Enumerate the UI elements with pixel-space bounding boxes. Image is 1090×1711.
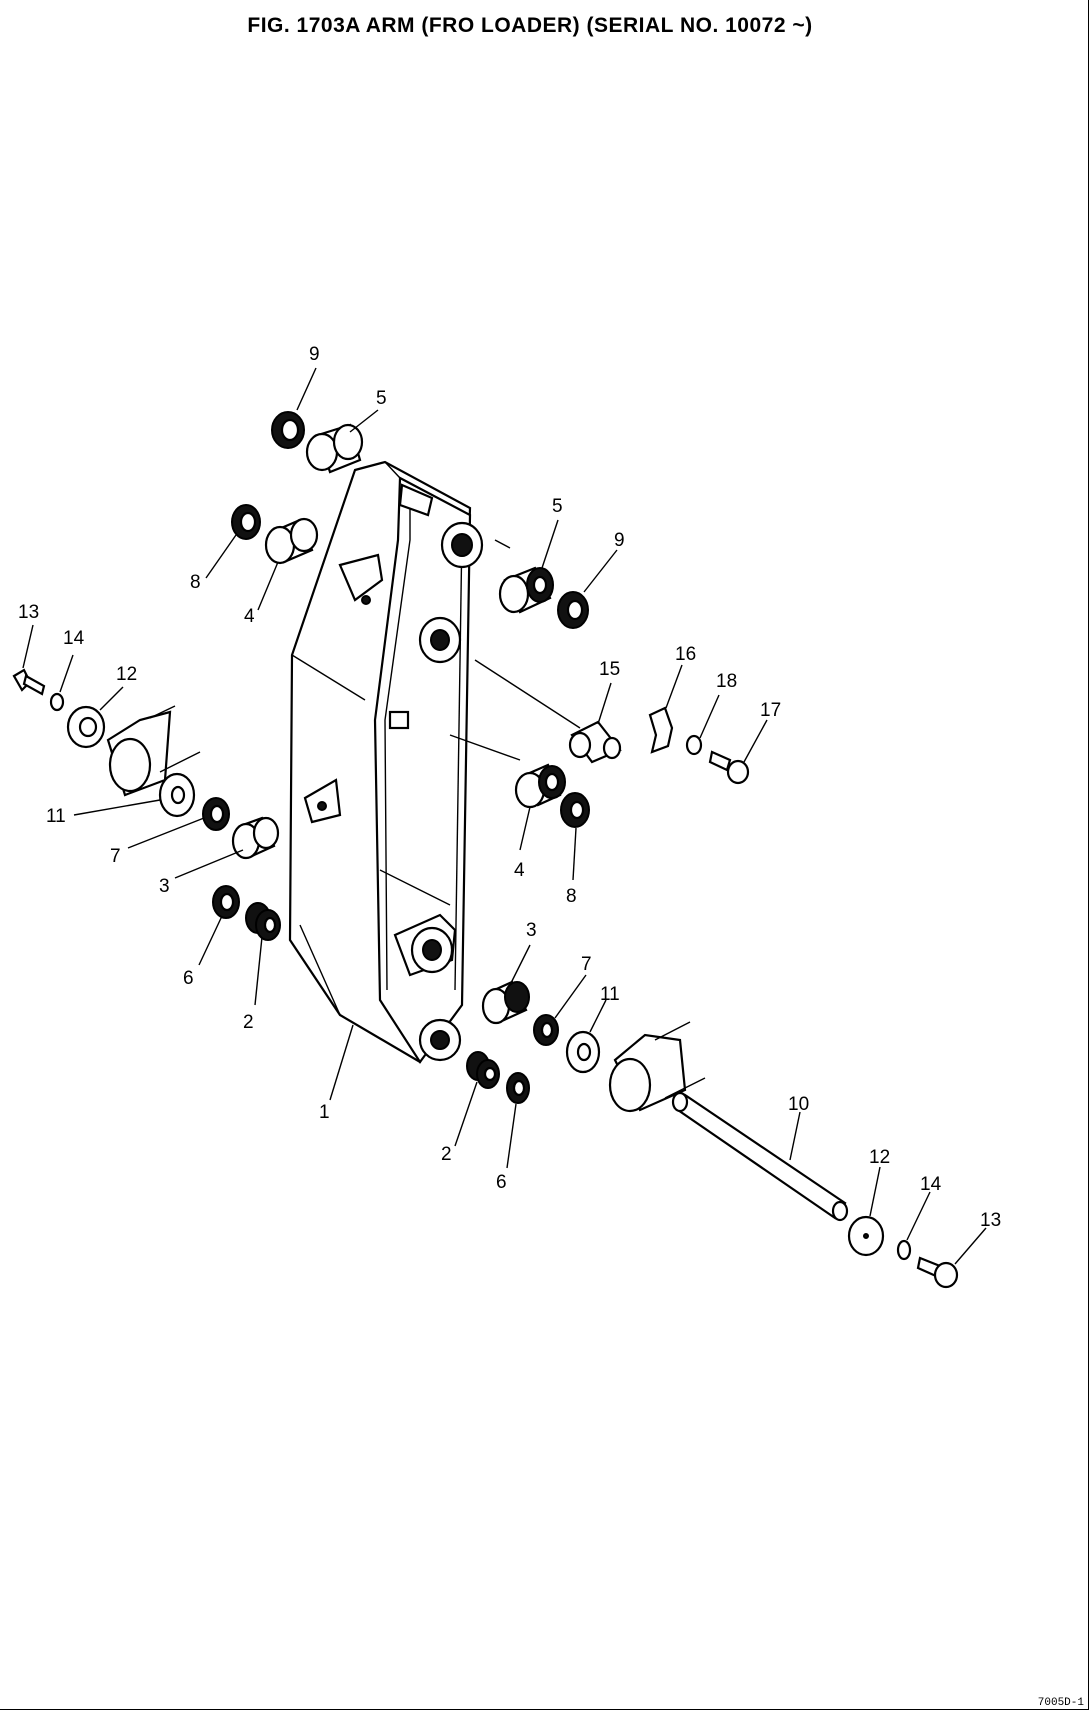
- callout-2-left: 2: [243, 1012, 254, 1033]
- leader-lines: [22, 367, 987, 1265]
- pin-10: [671, 1091, 849, 1222]
- bushing-2-left: [245, 902, 281, 941]
- callout-3-left: 3: [159, 876, 170, 897]
- cylinder-rod-end-right: [608, 1021, 706, 1113]
- lock-plate-16: [648, 706, 674, 754]
- callout-18: 18: [716, 671, 737, 692]
- seal-ring-8-upper: [231, 504, 261, 540]
- shim-11-left: [158, 772, 196, 818]
- bushing-3-left: [231, 816, 280, 860]
- figure-title: FIG. 1703A ARM (FRO LOADER) (SERIAL NO. …: [247, 14, 813, 37]
- washer-18: [685, 734, 703, 756]
- plate-12-left: [66, 705, 106, 749]
- seal-ring-9-right: [557, 591, 589, 629]
- callout-17: 17: [760, 700, 781, 721]
- callout-7-right: 7: [581, 954, 592, 975]
- callout-2-right: 2: [441, 1144, 452, 1165]
- seal-ring-6-right: [506, 1072, 530, 1104]
- arm-body: [288, 460, 484, 1064]
- cylinder-rod-end-left: [106, 705, 201, 797]
- footer-code: 7005D-1: [1037, 1697, 1084, 1709]
- bushing-5-right: [498, 566, 554, 614]
- callout-8-upper: 8: [190, 572, 201, 593]
- bushing-4-right: [514, 763, 566, 809]
- bushing-3-right: [481, 980, 530, 1025]
- callout-9-upper: 9: [309, 344, 320, 365]
- callout-4-right: 4: [514, 860, 525, 881]
- callout-8-right: 8: [566, 886, 577, 907]
- callout-14-left: 14: [63, 628, 85, 649]
- callout-9-right: 9: [614, 530, 625, 551]
- bolt-17: [708, 750, 750, 785]
- callout-11-left: 11: [46, 806, 66, 827]
- callout-10: 10: [788, 1094, 809, 1115]
- bushing-4-upper: [264, 517, 319, 565]
- callout-12-right: 12: [869, 1147, 890, 1168]
- seal-ring-8-right: [560, 792, 590, 828]
- callout-11-right: 11: [600, 984, 620, 1005]
- washer-14-left: [49, 692, 65, 712]
- callout-3-right: 3: [526, 920, 537, 941]
- pin-15: [568, 720, 622, 764]
- seal-ring-9-upper: [271, 411, 305, 449]
- washer-14-right: [896, 1239, 912, 1261]
- callout-12-left: 12: [116, 664, 137, 685]
- callout-5-upper: 5: [376, 388, 387, 409]
- callout-4-upper: 4: [244, 606, 255, 627]
- shim-11-right: [565, 1030, 601, 1074]
- callout-6-left: 6: [183, 968, 194, 989]
- callout-15: 15: [599, 659, 620, 680]
- seal-ring-7-right: [533, 1014, 559, 1046]
- callout-5-right: 5: [552, 496, 563, 517]
- callout-7-left: 7: [110, 846, 121, 867]
- callout-6-right: 6: [496, 1172, 507, 1193]
- bushing-2-right: [466, 1051, 500, 1089]
- callout-1: 1: [319, 1102, 330, 1123]
- callout-16: 16: [675, 644, 696, 665]
- callout-labels: 9 5 8 4 5 9 13 14 12 11 7 3 6 2 1 15 16 …: [18, 344, 1001, 1231]
- callout-13-left: 13: [18, 602, 39, 623]
- bolt-13-left: [12, 668, 46, 696]
- plate-12-right: [847, 1215, 885, 1257]
- bolt-13-right: [916, 1256, 959, 1289]
- callout-14-right: 14: [920, 1174, 942, 1195]
- seal-ring-7-left: [202, 797, 230, 831]
- bushing-5-upper: [305, 423, 364, 474]
- callout-13-right: 13: [980, 1210, 1001, 1231]
- seal-ring-6-left: [212, 885, 240, 919]
